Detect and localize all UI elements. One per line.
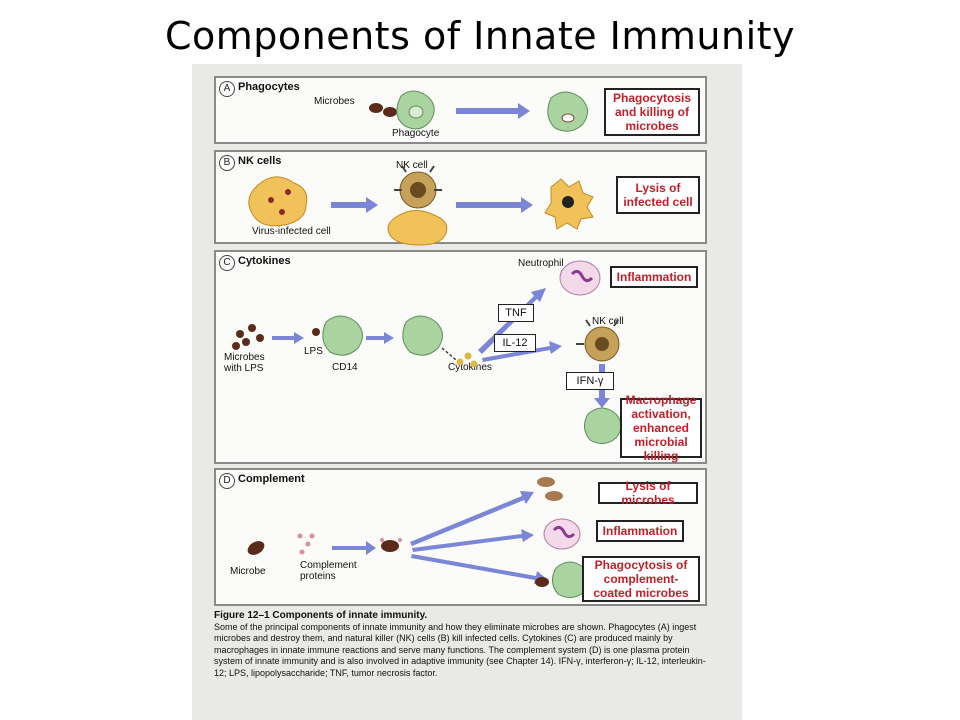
panel-label: Complement [238,473,305,485]
microbe-icon [247,541,265,555]
panel-d-art [247,477,590,598]
cytokines-label: Cytokines [448,362,492,373]
microbe-icon [369,103,383,113]
figure-caption: Figure 12–1 Components of innate immunit… [214,610,714,680]
result-phagocytosis: Phagocytosis and killing of microbes [604,88,700,136]
arrow-icon [456,103,530,119]
il-12-box: IL-12 [494,334,536,352]
microbe-label: Microbe [230,566,266,577]
result-lysis: Lysis of infected cell [616,176,700,214]
tnf-box: TNF [498,304,534,322]
panel-letter: D [219,473,235,489]
caption-body: Some of the principal components of inna… [214,621,706,678]
arrow-icon [410,491,534,546]
cd14-label: CD14 [332,362,358,373]
microbe-icon [383,107,397,117]
panel-complement: D Complement Microbe Complement proteins… [214,468,707,606]
result-phagocytosis-complement: Phagocytosis of complement-coated microb… [582,556,700,602]
virus-infected-cell-label: Virus-infected cell [252,226,331,237]
result-inflammation-complement: Inflammation [596,520,684,542]
activated-macrophage-icon [584,407,622,444]
macrophage-icon [322,315,363,356]
infected-cell-icon [387,210,448,246]
cytokine-icon [456,358,464,366]
panel-letter: B [219,155,235,171]
lysed-microbe-icon [537,477,555,487]
neutrophil-label: Neutrophil [518,258,564,269]
complement-protein-icon [297,533,303,539]
arrow-icon [456,197,533,213]
nk-cell-label: NK cell [396,160,428,171]
panel-letter: A [219,81,235,97]
arrow-icon [272,332,304,344]
panel-label: Phagocytes [238,81,300,93]
lps-label: LPS [304,346,323,357]
microbe-icon [236,330,244,338]
panel-label: Cytokines [238,255,291,267]
figure: A Phagocytes Microbes Phagocyte Phagocyt… [192,64,742,720]
result-inflammation: Inflammation [610,266,698,288]
neutrophil-icon [559,260,601,296]
panel-label: NK cells [238,155,282,167]
ifn-gamma-box: IFN-γ [566,372,614,390]
arrow-icon [412,529,534,552]
neutrophil-icon [543,518,581,550]
arrow-icon [411,554,548,584]
panel-cytokines: C Cytokines Neutrophil NK cell Microbes … [214,250,707,464]
panel-b-art [248,165,594,246]
caption-title: Figure 12–1 Components of innate immunit… [214,610,428,621]
arrow-icon [332,541,376,555]
result-lysis-of-microbes: Lysis of microbes [598,479,698,507]
microbes-label: Microbes [314,96,355,107]
infected-cell-icon [248,176,308,227]
panel-nk-cells: B NK cells NK cell Virus-infected cell L… [214,150,707,246]
panel-letter: C [219,255,235,271]
panel-a-art [369,90,588,132]
coated-microbe-icon [381,540,399,552]
result-macrophage-activation: Macrophage activation, enhanced microbia… [620,393,702,463]
arrow-icon [366,332,394,344]
arrow-icon [331,197,378,213]
nk-cell-label: NK cell [592,316,624,327]
panel-phagocytes: A Phagocytes Microbes Phagocyte Phagocyt… [214,76,707,144]
macrophage-icon [402,315,443,356]
slide-title: Components of Innate Immunity [164,14,796,58]
phagocyte-with-microbe-icon [547,91,588,132]
microbes-with-lps-label: Microbes with LPS [224,352,265,374]
phagocyte-label: Phagocyte [392,128,440,139]
complement-proteins-label: Complement proteins [300,560,357,582]
